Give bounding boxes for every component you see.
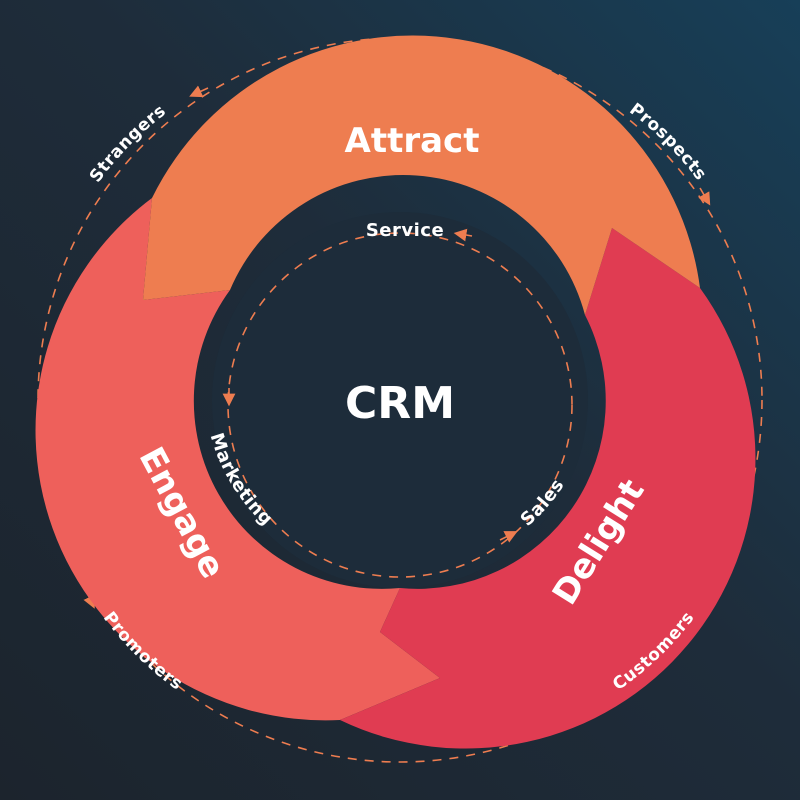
center-label: CRM xyxy=(345,378,455,429)
inner-arrow-service xyxy=(453,228,473,242)
segment-engage xyxy=(35,198,441,721)
segment-attract xyxy=(143,35,700,315)
segment-delight xyxy=(340,228,756,749)
segment-label-attract: Attract xyxy=(345,121,480,161)
inner-dashed-ring xyxy=(227,232,573,578)
inner-arrow-sales xyxy=(499,531,518,543)
inner-stage-service: Service xyxy=(366,220,444,241)
outer-arrow-prospects xyxy=(698,187,711,206)
crm-hub xyxy=(212,212,588,588)
flywheel-ring xyxy=(35,35,756,749)
outer-arrow-strangers xyxy=(189,85,209,98)
